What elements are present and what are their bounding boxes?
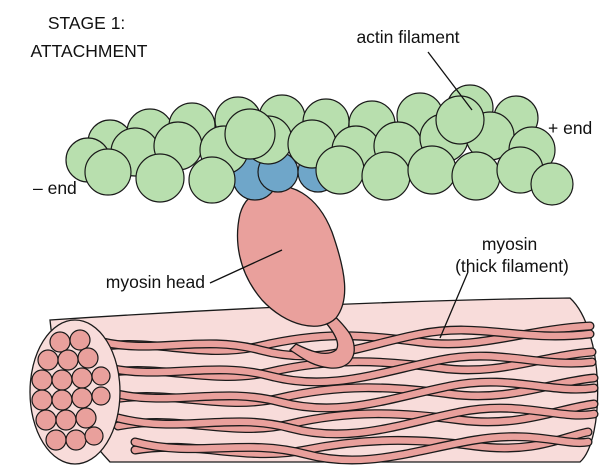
stage-label-line-2: ATTACHMENT [31, 41, 148, 61]
myosin-label-line-2: (thick filament) [455, 256, 569, 276]
stage-label-line-1: STAGE 1: [48, 13, 125, 33]
myosin-head-label: myosin head [106, 272, 205, 292]
plus-end-label: + end [548, 118, 592, 138]
actin-filament [66, 85, 573, 205]
myosin-label-line-1: myosin [482, 234, 537, 254]
actin-filament-label: actin filament [356, 27, 459, 47]
stage-label: STAGE 1: ATTACHMENT [31, 13, 148, 61]
minus-end-label: – end [33, 178, 77, 198]
myosin-head[interactable] [238, 186, 345, 326]
myosin-label: myosin (thick filament) [455, 234, 569, 276]
